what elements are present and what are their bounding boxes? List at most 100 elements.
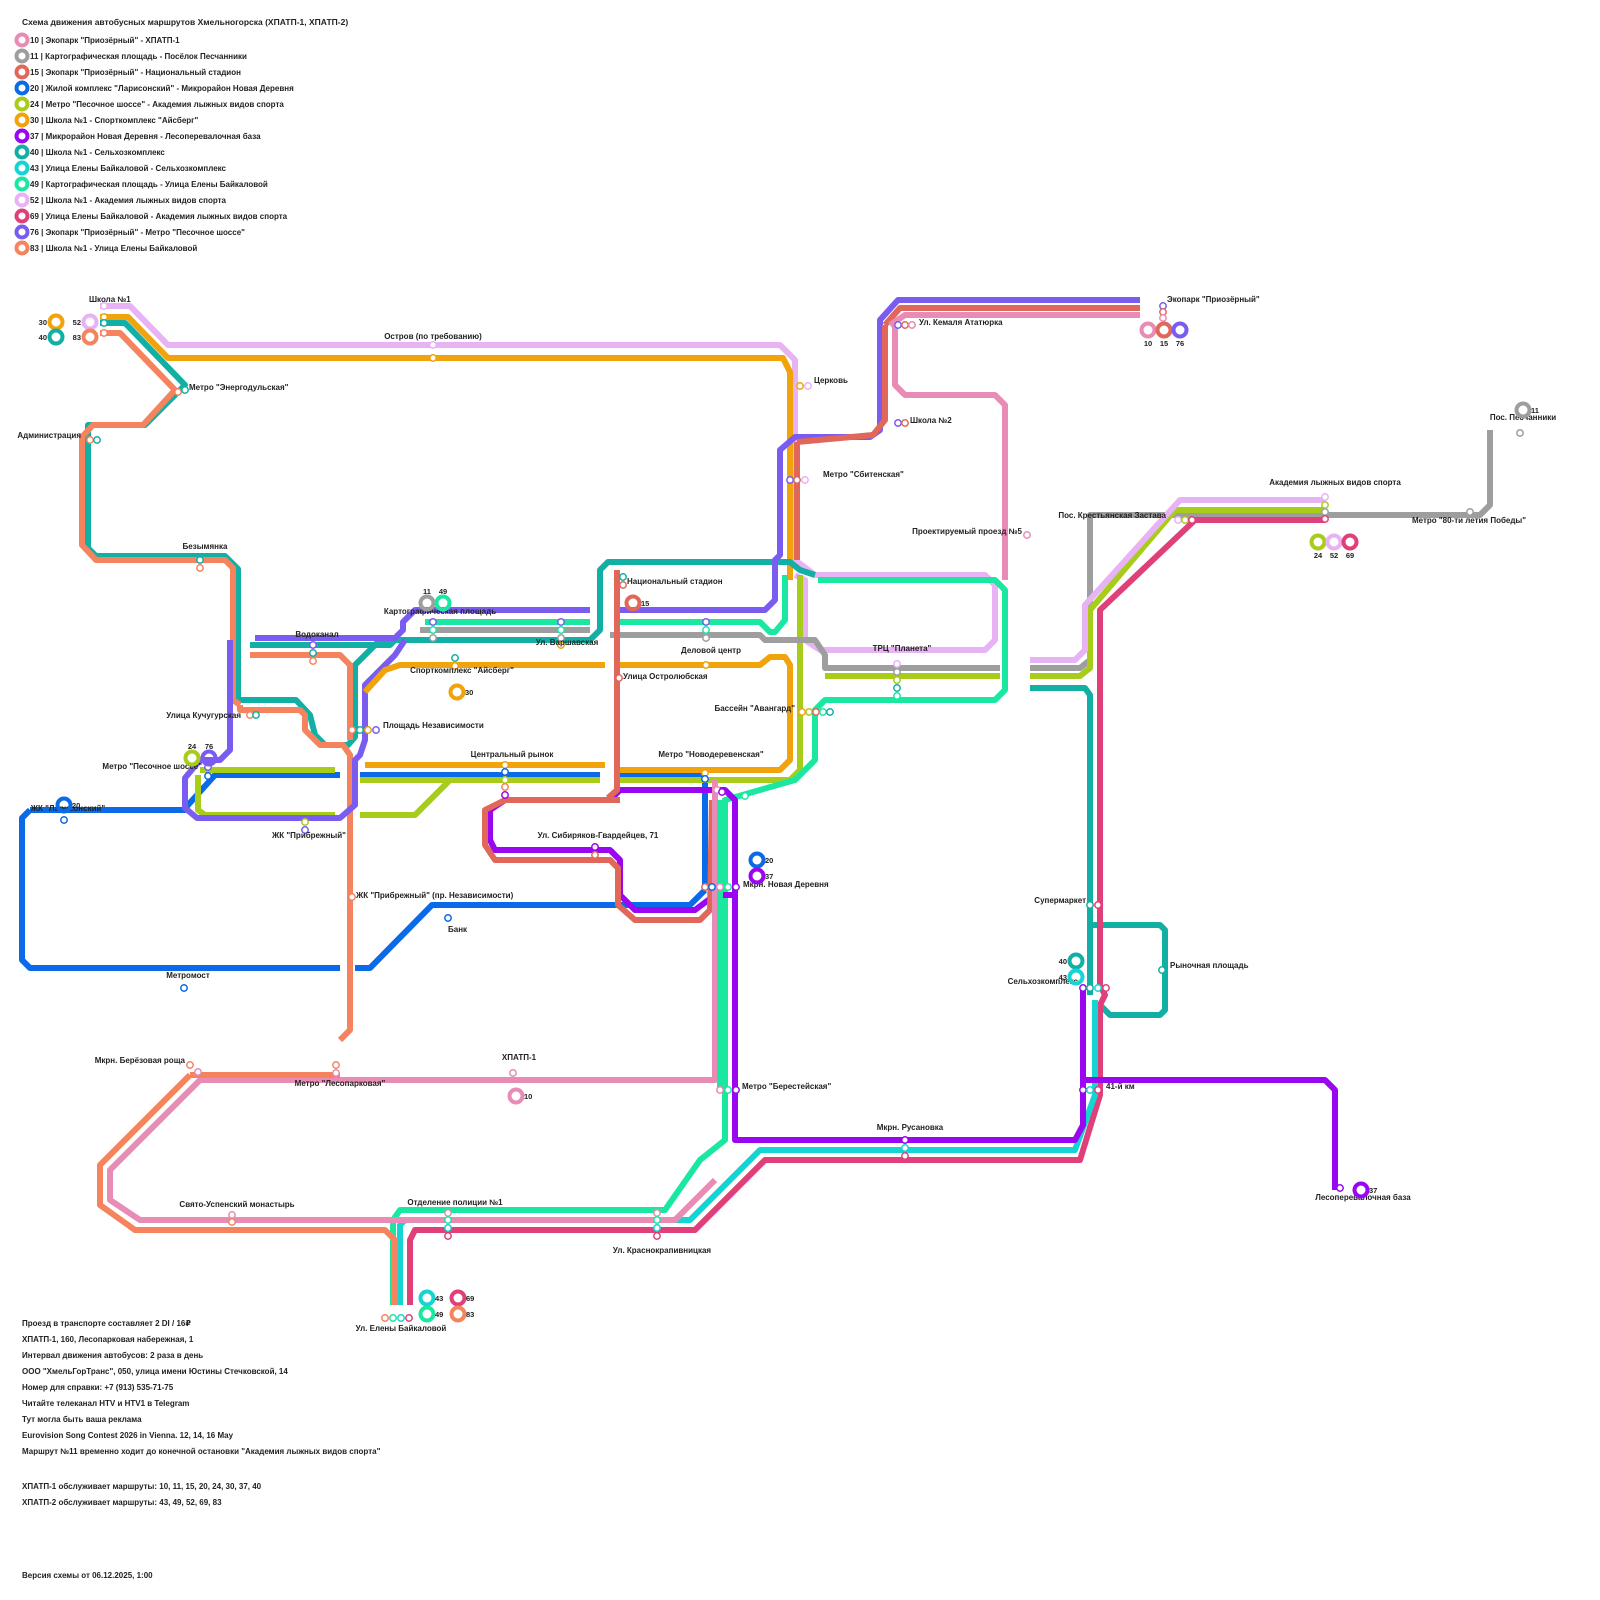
stop-marker[interactable] [1086,984,1094,992]
stop-marker[interactable] [501,776,509,784]
stop-marker[interactable] [893,676,901,684]
stop-marker[interactable] [501,768,509,776]
stop-marker[interactable] [186,1061,194,1069]
stop-marker[interactable] [718,788,726,796]
stop-marker[interactable] [901,419,909,427]
stop-marker[interactable] [93,436,101,444]
stop-marker[interactable] [591,843,599,851]
stop-marker[interactable] [653,1224,661,1232]
stop-marker[interactable] [894,419,902,427]
stop-marker[interactable] [1181,516,1189,524]
stop-marker[interactable] [702,618,710,626]
stop-marker[interactable] [364,726,372,734]
stop-marker[interactable] [619,573,627,581]
stop-marker[interactable] [181,386,189,394]
stop-marker[interactable] [901,1136,909,1144]
stop-marker[interactable] [908,321,916,329]
stop-marker[interactable] [1516,429,1524,437]
stop-marker[interactable] [708,883,716,891]
stop-marker[interactable] [381,1314,389,1322]
stop-marker[interactable] [332,1061,340,1069]
stop-marker[interactable] [309,641,317,649]
stop-marker[interactable] [348,726,356,734]
stop-marker[interactable] [174,388,182,396]
stop-marker[interactable] [60,816,68,824]
stop-marker[interactable] [557,618,565,626]
stop-marker[interactable] [1321,501,1329,509]
stop-marker[interactable] [805,708,813,716]
stop-marker[interactable] [1188,516,1196,524]
stop-marker[interactable] [1159,314,1167,322]
stop-marker[interactable] [501,783,509,791]
stop-marker[interactable] [372,726,380,734]
stop-marker[interactable] [332,1069,340,1077]
stop-marker[interactable] [893,668,901,676]
stop-marker[interactable] [557,626,565,634]
stop-marker[interactable] [309,657,317,665]
stop-marker[interactable] [702,634,710,642]
stop-marker[interactable] [100,329,108,337]
stop-marker[interactable] [615,674,623,682]
stop-marker[interactable] [196,556,204,564]
stop-marker[interactable] [901,1144,909,1152]
stop-marker[interactable] [429,341,437,349]
stop-marker[interactable] [1102,984,1110,992]
stop-marker[interactable] [1086,901,1094,909]
stop-marker[interactable] [429,634,437,642]
stop-marker[interactable] [1321,515,1329,523]
stop-marker[interactable] [732,883,740,891]
stop-marker[interactable] [786,476,794,484]
stop-marker[interactable] [196,564,204,572]
stop-marker[interactable] [86,436,94,444]
stop-marker[interactable] [901,321,909,329]
stop-marker[interactable] [444,1224,452,1232]
stop-marker[interactable] [798,708,806,716]
stop-marker[interactable] [732,1086,740,1094]
stop-marker[interactable] [100,302,108,310]
stop-marker[interactable] [701,775,709,783]
stop-marker[interactable] [180,984,188,992]
stop-marker[interactable] [894,321,902,329]
stop-marker[interactable] [801,476,809,484]
stop-marker[interactable] [557,641,565,649]
stop-marker[interactable] [501,761,509,769]
stop-marker[interactable] [194,1068,202,1076]
stop-marker[interactable] [356,726,364,734]
stop-marker[interactable] [429,618,437,626]
stop-marker[interactable] [451,662,459,670]
stop-marker[interactable] [100,319,108,327]
stop-marker[interactable] [796,382,804,390]
stop-marker[interactable] [793,476,801,484]
stop-marker[interactable] [1094,1086,1102,1094]
stop-marker[interactable] [509,1069,517,1077]
stop-marker[interactable] [228,1218,236,1226]
stop-marker[interactable] [826,708,834,716]
stop-marker[interactable] [819,708,827,716]
stop-marker[interactable] [716,883,724,891]
stop-marker[interactable] [252,711,260,719]
stop-marker[interactable] [724,1086,732,1094]
stop-marker[interactable] [1321,508,1329,516]
stop-marker[interactable] [702,661,710,669]
stop-marker[interactable] [389,1314,397,1322]
stop-marker[interactable] [501,791,509,799]
stop-marker[interactable] [429,626,437,634]
stop-marker[interactable] [1174,516,1182,524]
stop-marker[interactable] [444,1216,452,1224]
stop-marker[interactable] [893,684,901,692]
stop-marker[interactable] [653,1216,661,1224]
stop-marker[interactable] [653,1232,661,1240]
stop-marker[interactable] [741,792,749,800]
stop-marker[interactable] [653,1209,661,1217]
stop-marker[interactable] [451,654,459,662]
stop-marker[interactable] [1336,1184,1344,1192]
stop-marker[interactable] [1094,984,1102,992]
stop-marker[interactable] [702,626,710,634]
stop-marker[interactable] [1158,966,1166,974]
stop-marker[interactable] [348,893,356,901]
stop-marker[interactable] [444,1209,452,1217]
stop-marker[interactable] [1079,984,1087,992]
stop-marker[interactable] [804,382,812,390]
stop-marker[interactable] [1086,1086,1094,1094]
stop-marker[interactable] [716,1086,724,1094]
